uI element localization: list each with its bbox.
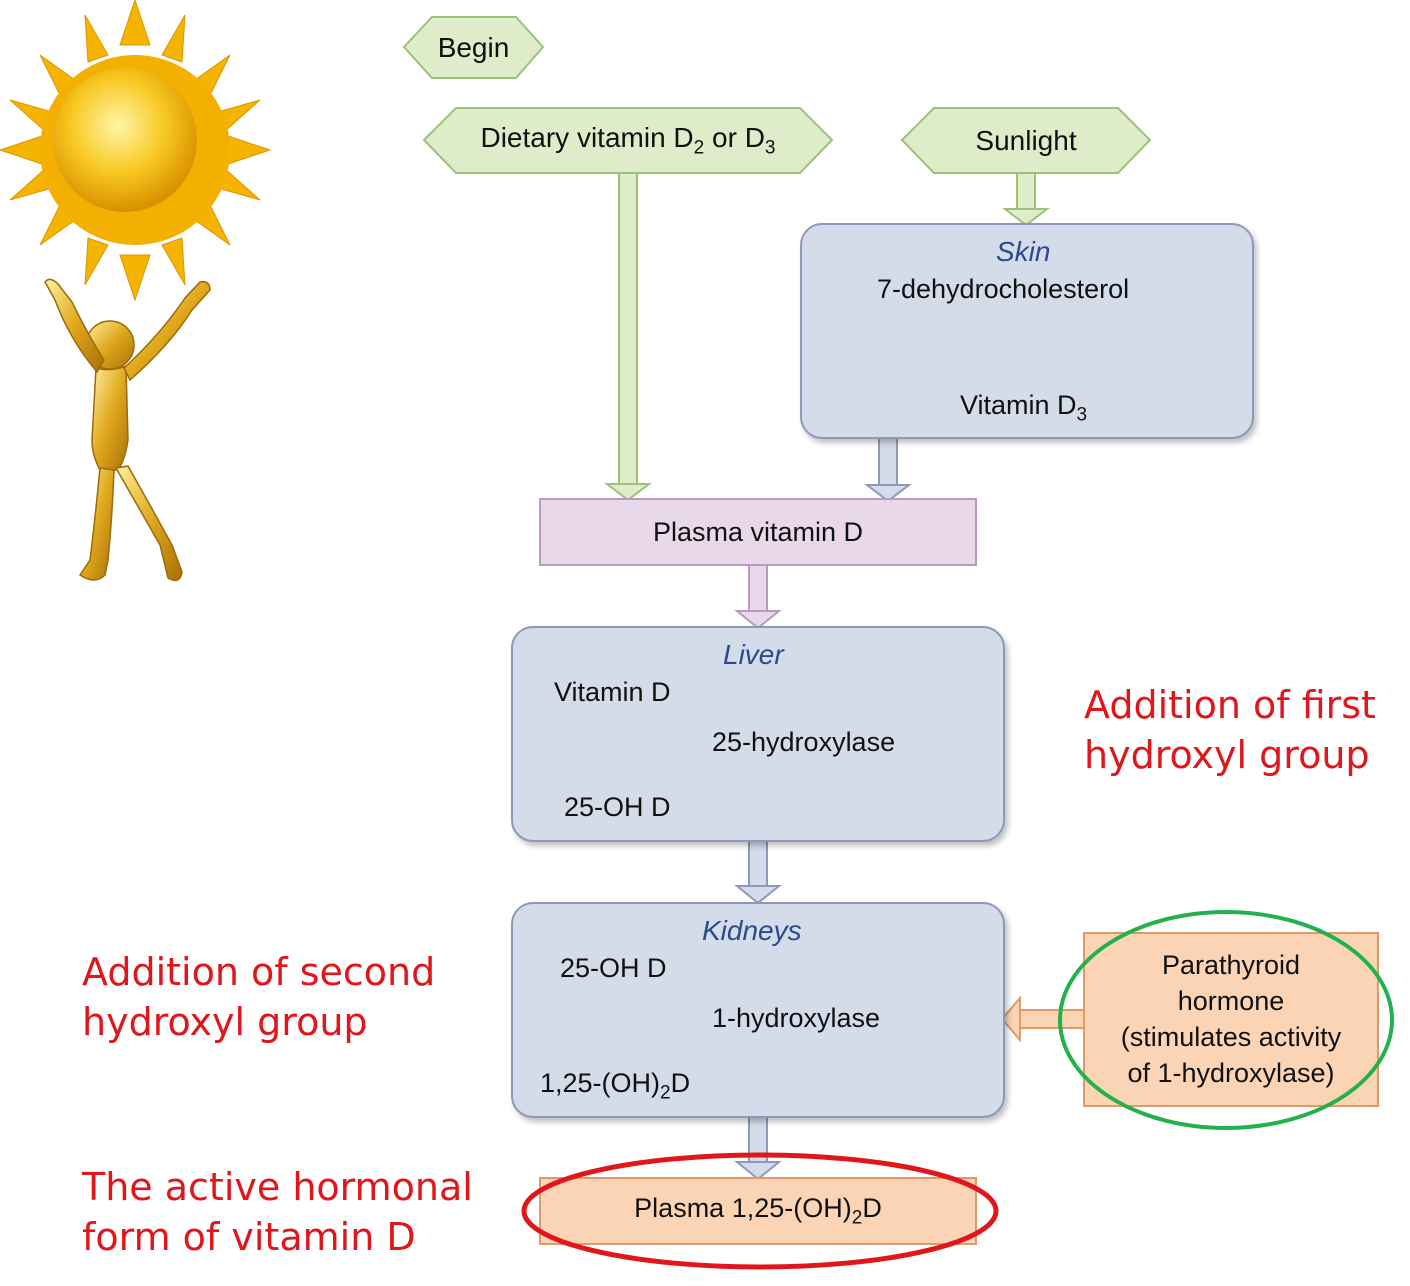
liver-substrate: Vitamin D [554,677,671,707]
skin-box [800,223,1254,439]
begin-label: Begin [437,31,510,63]
arrow-kidneys-to-final [734,1115,782,1181]
begin-node-shape [402,16,545,79]
annotation-second-hydroxyl: Addition of second hydroxyl group [82,950,436,1044]
sunlight-node-shape [900,107,1152,174]
arrow-plasma-to-liver [734,564,782,630]
skin-title: Skin [996,236,1051,267]
kidneys-box [511,902,1005,1118]
arrow-liver-to-kidneys [734,839,782,905]
pth-line-4: of 1-hydroxylase) [1127,1058,1335,1088]
liver-box [511,626,1005,842]
liver-title: Liver [723,639,784,670]
pth-line-3: (stimulates activity [1120,1022,1342,1052]
pth-line-1: Parathyroid [1161,950,1301,980]
skin-precursor: 7-dehydrocholesterol [877,274,1130,304]
plasma-vitamin-d-label: Plasma vitamin D [652,516,864,547]
sunlight-label: Sunlight [975,124,1077,156]
arrow-dietary-to-plasma [604,172,652,502]
arrow-pth-to-kidneys [1000,995,1087,1043]
dietary-node-shape [422,107,834,174]
annotation-first-hydroxyl: Addition of first hydroxyl group [1084,683,1376,777]
dietary-label: Dietary vitamin D2 or D3 [480,121,776,159]
pth-label: Parathyroid hormone (stimulates activity… [1084,947,1378,1091]
kidneys-product: 1,25-(OH)2D [540,1068,691,1104]
kidneys-title: Kidneys [702,915,802,946]
liver-enzyme: 25-hydroxylase [712,727,896,757]
kidneys-substrate: 25-OH D [560,953,667,983]
pth-line-2: hormone [1177,986,1285,1016]
gold-figure-icon [44,278,211,582]
kidneys-enzyme: 1-hydroxylase [712,1003,881,1033]
liver-product: 25-OH D [564,792,671,822]
skin-product: Vitamin D3 [960,390,1088,426]
arrow-skin-to-plasma [864,436,912,503]
final-product-label: Plasma 1,25-(OH)2D [634,1192,882,1229]
plasma-vitamin-d-shape [539,498,977,566]
arrow-sunlight-to-skin [1002,172,1050,227]
sun-icon [0,0,272,302]
annotation-active-form: The active hormonal form of vitamin D [82,1165,473,1259]
